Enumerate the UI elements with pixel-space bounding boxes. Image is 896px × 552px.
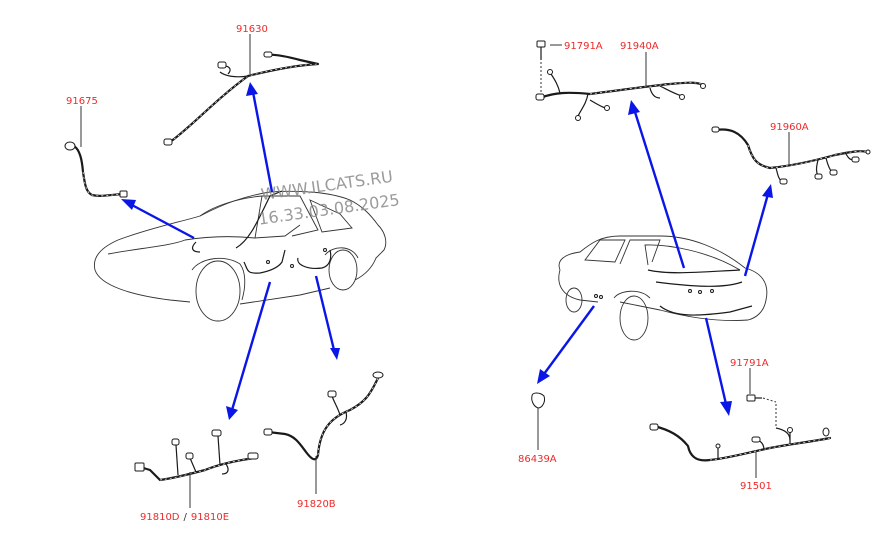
callout-arrows [121, 82, 773, 420]
left-car-outline [93, 190, 387, 322]
watermark: WWW.ILCATS.RU 16.33.03.08.2025 [257, 167, 401, 229]
arrowhead-91960 [762, 184, 773, 198]
part-label-91791a-top[interactable]: 91791A [564, 41, 603, 52]
arrowhead-91820 [330, 348, 340, 360]
part-label-91630[interactable]: 91630 [236, 24, 268, 35]
arrow-to-91810 [230, 281, 272, 411]
part-label-91810-group: 91810D / 91810E [140, 512, 229, 523]
arrow-to-86439 [543, 305, 595, 375]
arrow-to-91820 [314, 275, 336, 351]
harness-91501[interactable] [649, 423, 832, 462]
bolt-91791a-bottom[interactable] [746, 394, 791, 441]
arrowhead-91501 [720, 401, 732, 416]
part-label-91960a[interactable]: 91960A [770, 122, 809, 133]
arrowhead-91630 [246, 82, 258, 96]
arrow-to-91940 [633, 111, 686, 269]
arrow-to-91630 [251, 91, 274, 193]
arrow-to-91675 [129, 202, 195, 240]
arrowhead-91810 [226, 406, 238, 420]
part-label-91940a[interactable]: 91940A [620, 41, 659, 52]
part-label-91810e[interactable]: 91810E [191, 512, 229, 523]
arrowhead-91675 [121, 199, 136, 210]
part-label-91810d[interactable]: 91810D [140, 512, 180, 523]
arrowhead-86439 [537, 369, 550, 384]
harness-91810[interactable] [134, 429, 259, 482]
harness-91675[interactable] [64, 141, 128, 198]
part-label-91791a-bottom[interactable]: 91791A [730, 358, 769, 369]
harness-91940[interactable] [535, 69, 706, 121]
part-label-separator: / [184, 512, 188, 523]
part-label-91501[interactable]: 91501 [740, 481, 772, 492]
arrow-to-91501 [704, 317, 728, 405]
leader-lines [80, 34, 790, 508]
part-label-91820b[interactable]: 91820B [297, 499, 336, 510]
harness-91820[interactable] [263, 371, 384, 461]
arrowhead-91940 [628, 100, 640, 115]
right-car-internal-harness [594, 269, 753, 316]
right-car-outline [558, 235, 768, 341]
harness-91960[interactable] [711, 126, 871, 185]
part-label-91675[interactable]: 91675 [66, 96, 98, 107]
part-label-86439a[interactable]: 86439A [518, 454, 557, 465]
left-car-internal-harness [191, 190, 332, 274]
harness-91630[interactable] [163, 51, 320, 146]
arrow-to-91960 [743, 193, 770, 277]
plug-86439a[interactable] [531, 392, 545, 409]
bolt-91791a-top[interactable] [536, 40, 546, 95]
